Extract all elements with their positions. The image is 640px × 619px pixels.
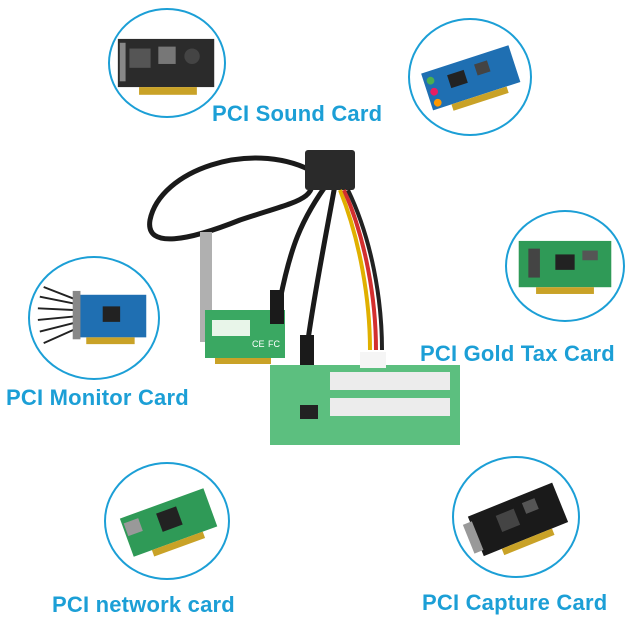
monitor-card-photo	[28, 256, 160, 380]
fc-mark: FC	[268, 339, 280, 349]
capture-card-photo	[452, 456, 580, 578]
label-monitor-card: PCI Monitor Card	[6, 385, 189, 410]
sound-card-photo	[108, 8, 226, 118]
ce-mark: CE	[252, 339, 265, 349]
gold-tax-card-photo	[505, 210, 625, 322]
label-gold-tax-card: PCI Gold Tax Card	[420, 341, 615, 366]
network-card-photo	[104, 462, 230, 580]
label-capture-card: PCI Capture Card	[422, 590, 608, 615]
audio-card-photo	[408, 18, 532, 136]
label-network-card: PCI network card	[52, 592, 235, 617]
label-sound-card: PCI Sound Card	[212, 101, 383, 126]
pci-riser-adapter-photo: CE FC	[130, 140, 490, 450]
